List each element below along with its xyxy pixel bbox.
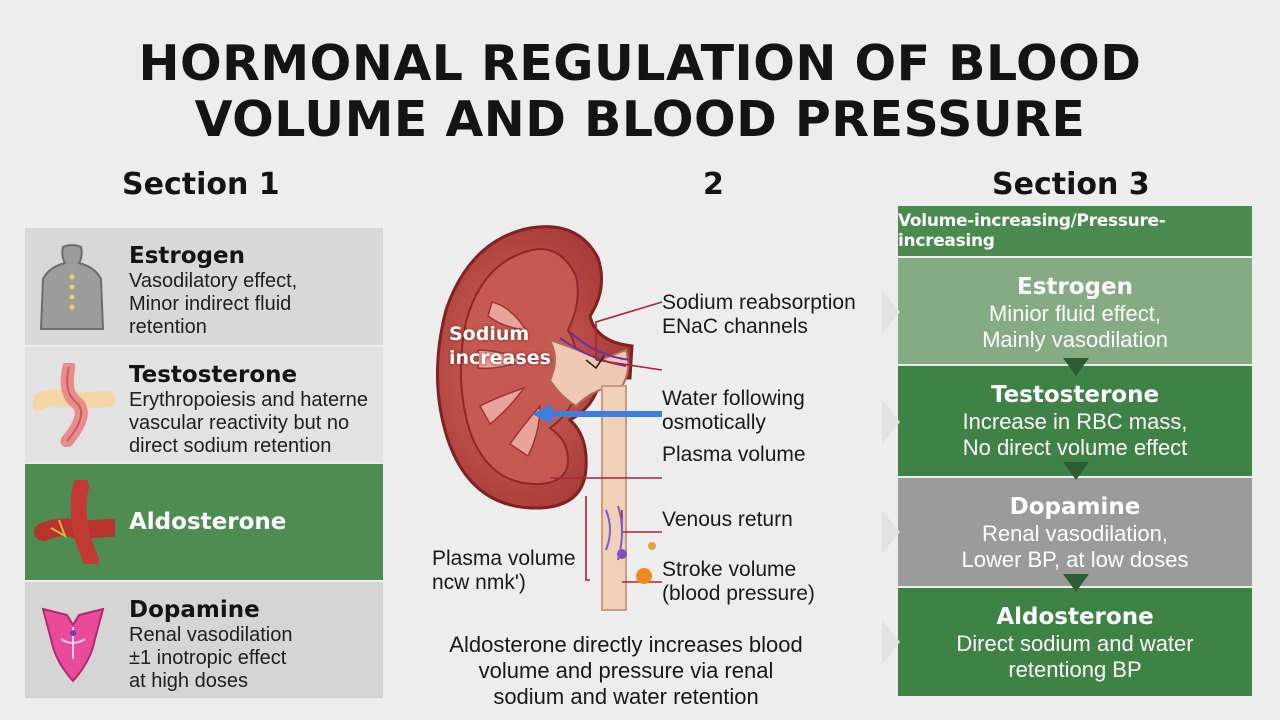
effect-line: Renal vasodilation, [982,521,1168,546]
water-arrow-head [532,404,552,424]
hormone-desc-line: Renal vasodilation [129,624,293,646]
page-title: HORMONAL REGULATION OF BLOOD VOLUME AND … [0,36,1280,148]
vessels [559,331,631,367]
label-line: Sodium reabsorption [662,291,856,314]
label-line: Sodium [449,323,530,345]
hormone-desc-line: ±1 inotropic effect [129,647,287,669]
title-line-1: HORMONAL REGULATION OF BLOOD [138,35,1142,92]
label-sodium-reabsorption: Sodium reabsorption ENaC channels [662,291,856,339]
diagram-caption: Aldosterone directly increases blood vol… [420,632,832,710]
label-sodium-increases: Sodium increases [449,322,551,370]
section-1-heading: Section 1 [122,167,280,202]
label-line: Plasma volume [432,547,576,570]
section-2-heading: 2 [703,167,724,202]
hormone-name: Aldosterone [129,509,287,535]
effect-card-dopamine: Dopamine Renal vasodilation, Lower BP, a… [898,478,1252,586]
label-venous-return: Venous return [662,508,793,531]
heart-icon [25,582,125,698]
hormone-name: Testosterone [129,362,298,388]
label-line: (blood pressure) [662,582,815,605]
hormone-name: Dopamine [129,597,260,623]
hormone-desc-line: vascular reactivity but no [129,412,350,434]
effect-line: No direct volume effect [962,435,1188,460]
effect-line: Minior fluid effect, [988,301,1161,326]
arrow-down-icon [1063,574,1089,592]
hormone-name: Estrogen [129,243,245,269]
label-water-following: Water following osmotically [662,387,805,435]
effect-name: Aldosterone [996,604,1154,630]
label-line: osmotically [662,411,766,434]
hormone-desc-line: Erythropoiesis and haterne [129,389,369,411]
effect-line: Direct sodium and water [956,631,1194,656]
caption-line: Aldosterone directly increases blood [449,632,803,657]
hormone-desc-line: Minor indirect fluid [129,293,292,315]
kidney-pyramids [477,301,541,458]
chevron-right-icon [882,290,900,334]
label-plasma-volume: Plasma volume [662,443,806,466]
blood-vessel-icon [25,464,125,580]
label-plasma-volume-left: Plasma volume ncw nmk') [432,547,576,595]
label-line: ENaC channels [662,315,808,338]
label-line: increases [449,347,551,369]
effect-line: Increase in RBC mass, [962,409,1188,434]
effect-card-aldosterone: Aldosterone Direct sodium and water rete… [898,588,1252,696]
pointer-lines [550,301,663,583]
label-stroke-volume: Stroke volume (blood pressure) [662,558,815,606]
effect-line: retentiong BP [1008,657,1142,682]
kidney-diagram [436,225,663,611]
effect-name: Dopamine [1009,494,1141,520]
effect-name: Testosterone [990,382,1160,408]
effect-name: Estrogen [1017,274,1133,300]
effect-line: Mainly vasodilation [982,327,1168,352]
arrow-down-icon [1063,358,1089,376]
arrow-down-icon [1063,462,1089,480]
chevron-right-icon [882,400,900,444]
caption-line: sodium and water retention [493,684,759,709]
intestine-icon [25,347,125,462]
effect-line: Lower BP, at low doses [961,547,1189,572]
hormone-card-testosterone: Testosterone Erythropoiesis and haterne … [25,347,383,462]
hormone-desc-line: at high doses [129,670,248,692]
caption-line: volume and pressure via renal [478,658,774,683]
hormone-card-estrogen: Estrogen Vasodilatory effect, Minor indi… [25,228,383,345]
chevron-right-icon [882,510,900,554]
ureter [601,385,627,611]
effect-card-estrogen: Estrogen Minior fluid effect, Mainly vas… [898,258,1252,364]
torso-icon [25,228,125,345]
hormone-desc-line: direct sodium retention [129,435,332,457]
section-3-heading: Section 3 [992,167,1150,202]
hormone-desc-line: retention [129,316,207,338]
label-line: Water following [662,387,805,410]
hormone-card-aldosterone: Aldosterone [25,464,383,580]
hormone-desc-line: Vasodilatory effect, [129,270,298,292]
effect-card-testosterone: Testosterone Increase in RBC mass, No di… [898,366,1252,476]
label-line: ncw nmk') [432,571,526,594]
hormone-card-dopamine: Dopamine Renal vasodilation ±1 inotropic… [25,582,383,698]
chevron-right-icon [882,620,900,664]
molecule-icons [605,505,656,584]
right-column-header: Volume-increasing/Pressure-increasing [898,206,1252,256]
label-line: Stroke volume [662,558,797,581]
title-line-2: VOLUME AND BLOOD PRESSURE [194,91,1086,148]
